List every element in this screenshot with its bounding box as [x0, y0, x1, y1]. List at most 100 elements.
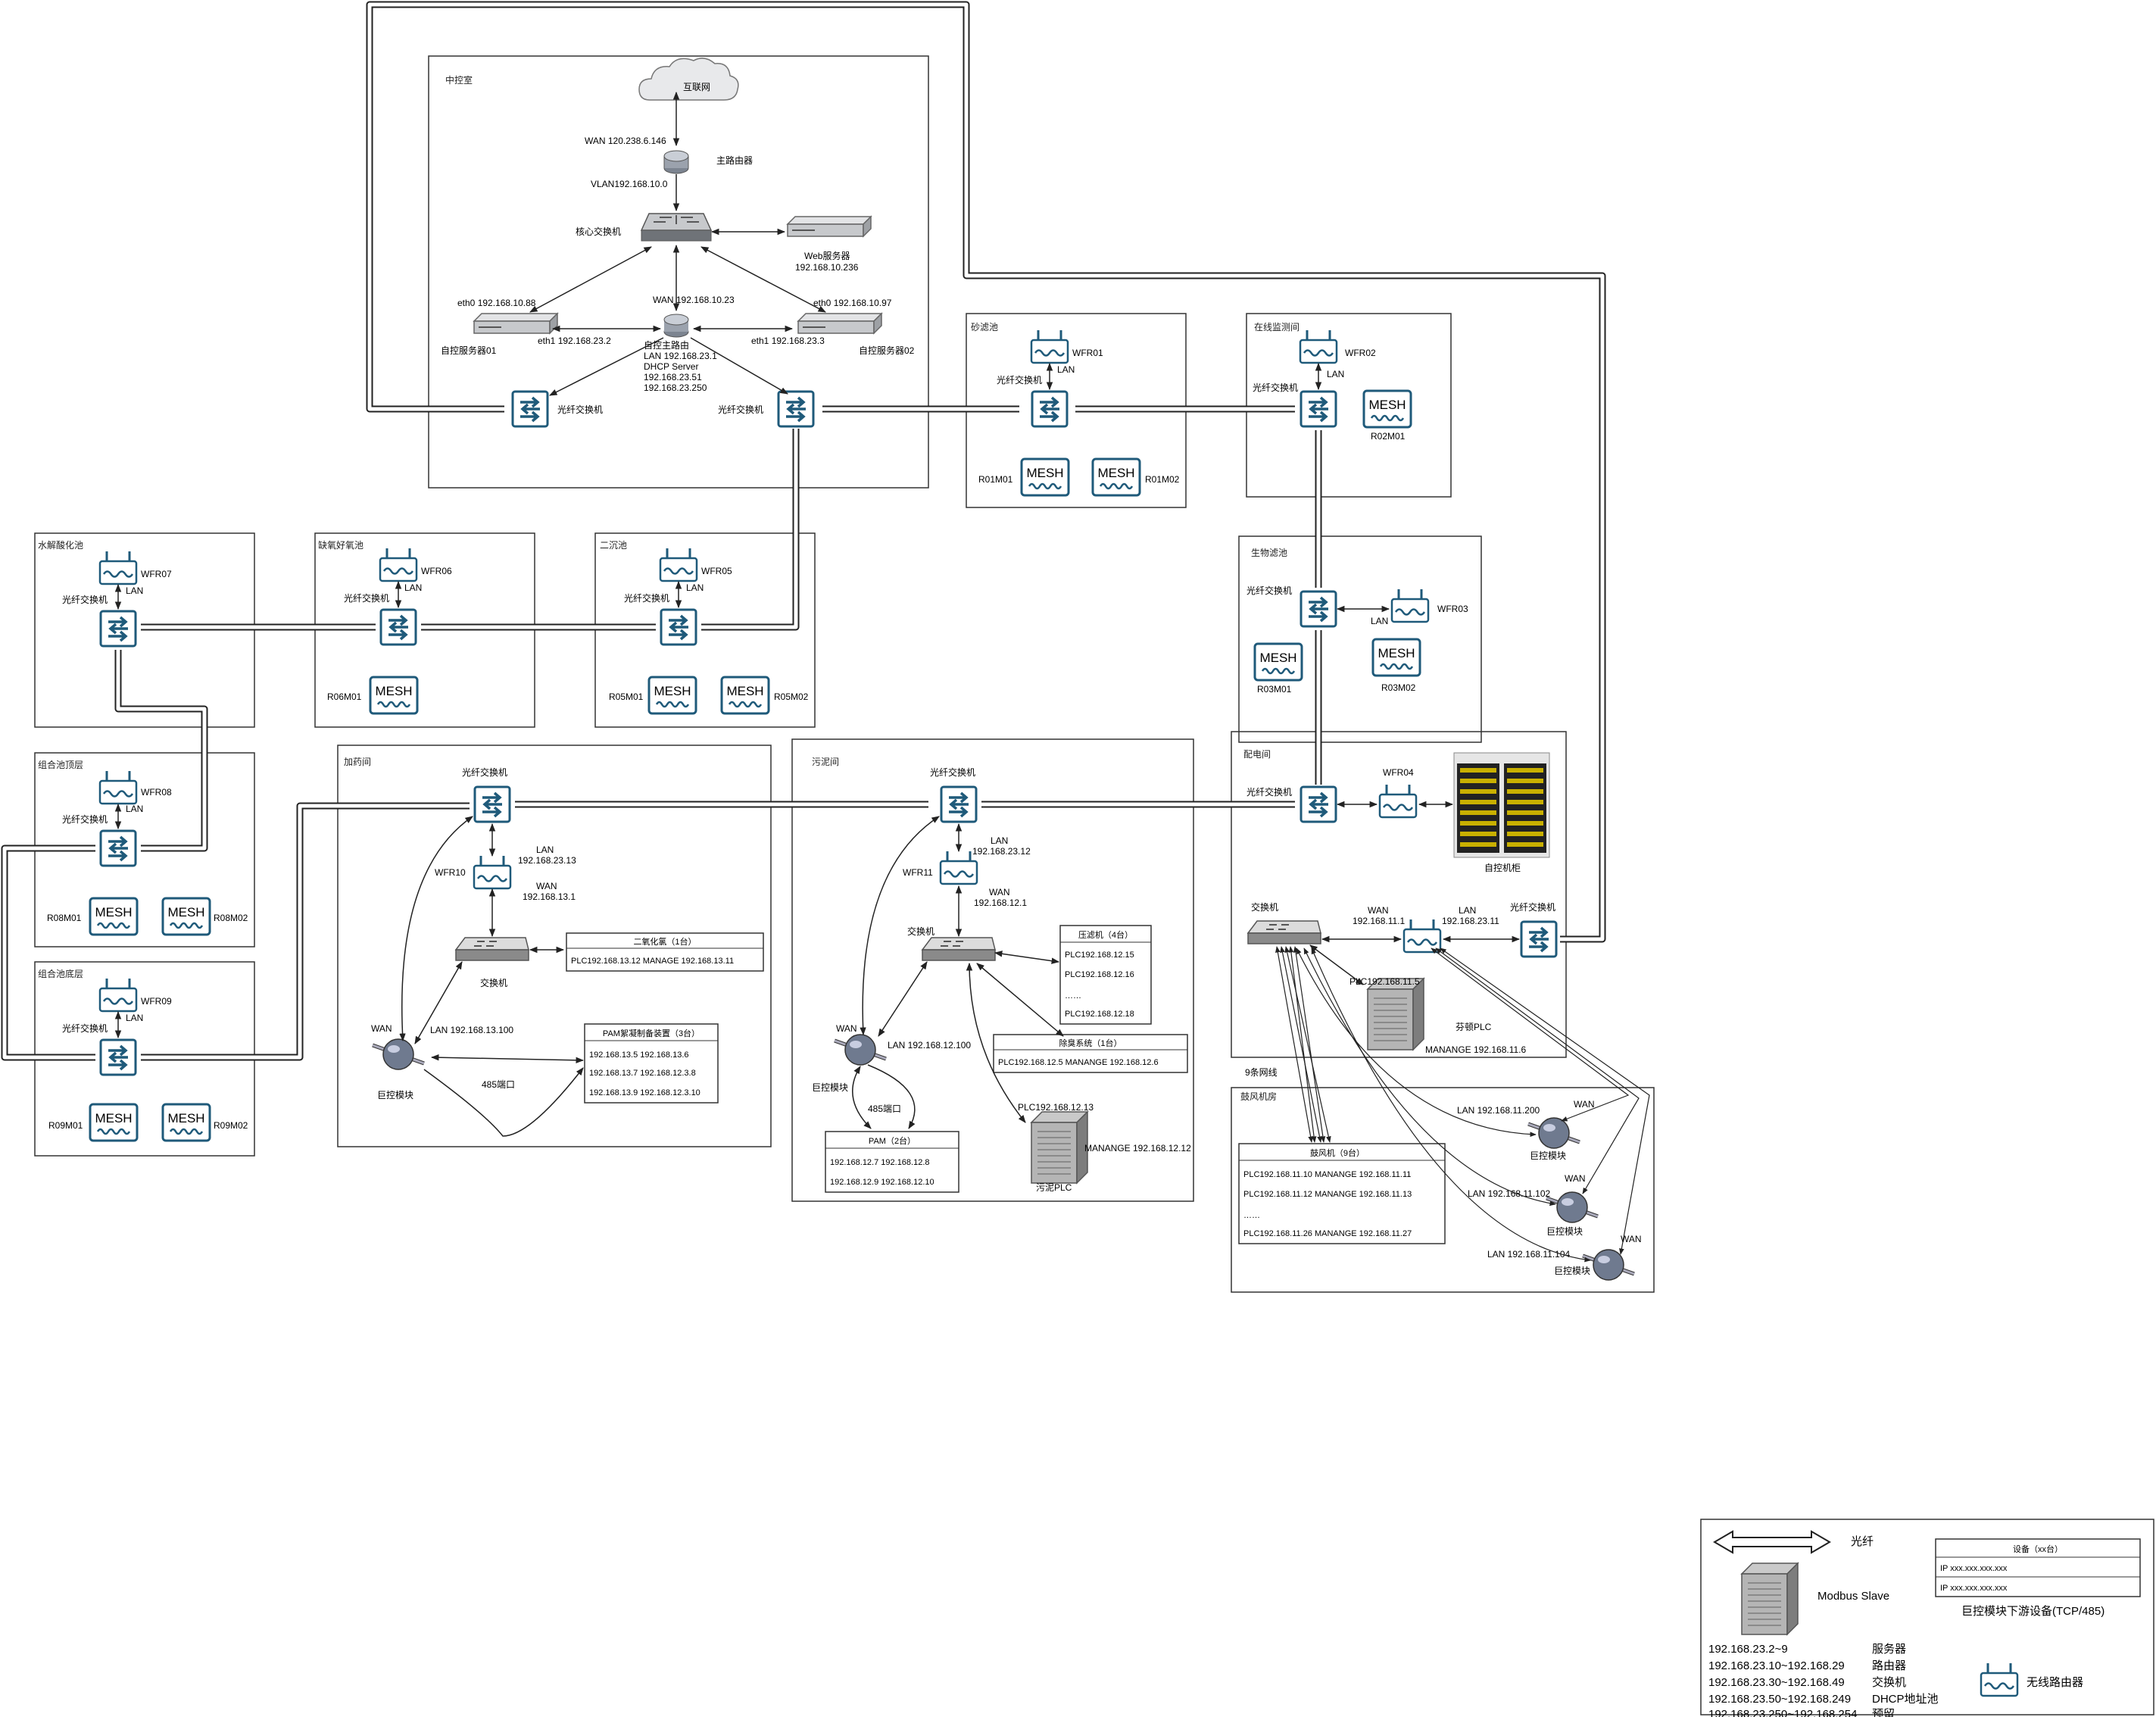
remote-module-blower-3-icon: [1583, 1250, 1634, 1280]
web-server-ip: 192.168.10.236: [795, 262, 859, 273]
dosing-wan-ip: 192.168.13.1: [523, 891, 576, 902]
pam-dosing-title: PAM絮凝制备装置（3台）: [603, 1028, 700, 1038]
room-bio: [1238, 535, 1482, 743]
fiber-switch-power2-icon: [1520, 920, 1558, 958]
wfr09-label: WFR09: [141, 996, 172, 1007]
wfr05-label: WFR05: [701, 566, 732, 576]
wfr06-icon: [379, 547, 418, 582]
remote-module-sludge-icon: [835, 1035, 886, 1065]
dhcp-end: 192.168.23.250: [644, 382, 707, 393]
wan-auto-label: WAN 192.168.10.23: [653, 295, 735, 305]
fiber-switch-power-icon: [1300, 785, 1337, 823]
legend-wireless-label: 无线路由器: [2027, 1676, 2083, 1689]
r02m01-label: R02M01: [1371, 431, 1406, 442]
legend-ip-row-1: IP xxx.xxx.xxx.xxx: [1940, 1564, 2008, 1573]
legend-range-1: 192.168.23.10~192.168.29: [1708, 1659, 1845, 1672]
dosing-lan-ip: 192.168.23.13: [518, 855, 576, 866]
room-online: [1246, 313, 1452, 498]
bio-lan-label: LAN: [1371, 616, 1388, 626]
blower-remote2-wan: WAN: [1565, 1173, 1586, 1184]
mesh-r03m02-text: MESH: [1378, 646, 1415, 660]
room-title-power: 配电间: [1243, 749, 1271, 760]
press-row-1: PLC192.168.12.16: [1065, 970, 1134, 979]
r06m01-label: R06M01: [327, 691, 362, 702]
fiber-switch-hydro-icon: [99, 610, 137, 648]
fiber-switch-combo-top-icon: [99, 829, 137, 867]
hydro-fiber-label: 光纤交换机: [62, 594, 108, 605]
blower-remote1-wan: WAN: [1574, 1099, 1595, 1110]
dosing-wan-label: WAN: [536, 881, 557, 891]
wfr04-icon: [1378, 783, 1418, 819]
room-title-hydro: 水解酸化池: [38, 539, 83, 551]
blower-remote2-label: 巨控模块: [1546, 1226, 1583, 1237]
combo-bottom-lan-label: LAN: [126, 1013, 143, 1023]
combo-top-fiber-label: 光纤交换机: [62, 813, 108, 825]
fenton-plc-manage: MANANGE 192.168.11.6: [1425, 1044, 1527, 1055]
switch-power-icon: [1247, 920, 1321, 944]
room-title-combo-bottom: 组合池底层: [38, 968, 83, 979]
blower-remote2-lan: LAN 192.168.11.102: [1468, 1188, 1551, 1199]
dosing-fiber-label: 光纤交换机: [462, 766, 507, 778]
switch-sludge-icon: [922, 937, 996, 961]
r09m02-label: R09M02: [214, 1120, 248, 1131]
sludge-switch-label: 交换机: [907, 926, 934, 937]
sludge-remote-lan: LAN 192.168.12.100: [888, 1040, 971, 1050]
combo-top-lan-label: LAN: [126, 804, 143, 814]
r01m01-label: R01M01: [978, 474, 1013, 485]
sludge-pam-row-1: 192.168.12.9 192.168.12.10: [830, 1178, 934, 1187]
wfr10-label: WFR10: [435, 867, 466, 878]
room-title-blower: 鼓风机房: [1240, 1091, 1277, 1102]
wfr02-icon: [1299, 329, 1338, 364]
dosing-485-label: 485端口: [482, 1079, 515, 1090]
r08m02-label: R08M02: [214, 913, 248, 923]
fiber-switch-combo-bottom-icon: [99, 1038, 137, 1076]
secondary-lan-label: LAN: [686, 582, 704, 593]
control-cabinet-icon: [1453, 752, 1550, 858]
pam-dosing-row-0: 192.168.13.5 192.168.13.6: [589, 1050, 689, 1060]
bio-fiber-label: 光纤交换机: [1246, 585, 1292, 596]
core-switch-label: 核心交换机: [576, 226, 621, 237]
auto-router-icon: [663, 314, 689, 338]
wfr04-label: WFR04: [1383, 767, 1414, 778]
mesh-r01m02-text: MESH: [1097, 466, 1134, 480]
legend-range-3: 192.168.23.50~192.168.249: [1708, 1693, 1851, 1706]
fiber-right-label: 光纤交换机: [718, 404, 763, 415]
blower-remote1-label: 巨控模块: [1530, 1150, 1566, 1161]
eth1-right-label: eth1 192.168.23.3: [751, 336, 825, 346]
legend-use-4: 预留: [1872, 1708, 1895, 1717]
blower-remote3-wan: WAN: [1621, 1234, 1642, 1244]
power-switch-label: 交换机: [1251, 901, 1278, 913]
online-lan-label: LAN: [1327, 369, 1344, 379]
wfr07-label: WFR07: [141, 569, 172, 579]
wfr09-icon: [98, 977, 138, 1013]
wfr02-label: WFR02: [1345, 348, 1376, 358]
room-title-sand: 砂滤池: [971, 322, 998, 332]
blower-row-0: PLC192.168.11.10 MANANGE 192.168.11.11: [1243, 1170, 1411, 1179]
fiber-switch-sludge-icon: [940, 785, 978, 823]
eth0-left-label: eth0 192.168.10.88: [457, 298, 536, 308]
online-fiber-label: 光纤交换机: [1253, 382, 1298, 393]
auto-server-01-icon: [473, 313, 558, 334]
mesh-r09m02-text: MESH: [167, 1111, 204, 1125]
sludge-remote-label: 巨控模块: [812, 1082, 848, 1093]
dosing-remote-wan: WAN: [371, 1023, 392, 1034]
wfr01-label: WFR01: [1072, 348, 1103, 358]
core-switch-icon: [640, 213, 713, 242]
pam-dosing-row-2: 192.168.13.9 192.168.12.3.10: [589, 1088, 700, 1097]
fenton-plc-label: 芬顿PLC: [1456, 1022, 1492, 1032]
fiber-switch-control-left-icon: [511, 390, 549, 428]
press-row-3: PLC192.168.12.18: [1065, 1010, 1134, 1019]
room-control: [428, 55, 929, 489]
sludge-lan-ip: 192.168.23.12: [972, 846, 1031, 857]
sludge-pam-table: PAM（2台） 192.168.12.7 192.168.12.8 192.16…: [825, 1131, 959, 1193]
server02-label: 自控服务器02: [859, 345, 915, 356]
legend-fiber-arrow-icon: [1713, 1530, 1831, 1554]
room-sludge: [791, 738, 1194, 1202]
vlan-label: VLAN192.168.10.0: [591, 179, 668, 189]
internet-cloud-icon: [638, 58, 739, 101]
wfr10-icon: [473, 854, 512, 890]
wfr07-icon: [98, 550, 138, 585]
legend-ip-row-2: IP xxx.xxx.xxx.xxx: [1940, 1584, 2008, 1593]
r01m02-label: R01M02: [1145, 474, 1180, 485]
auto-server-02-icon: [797, 313, 882, 334]
